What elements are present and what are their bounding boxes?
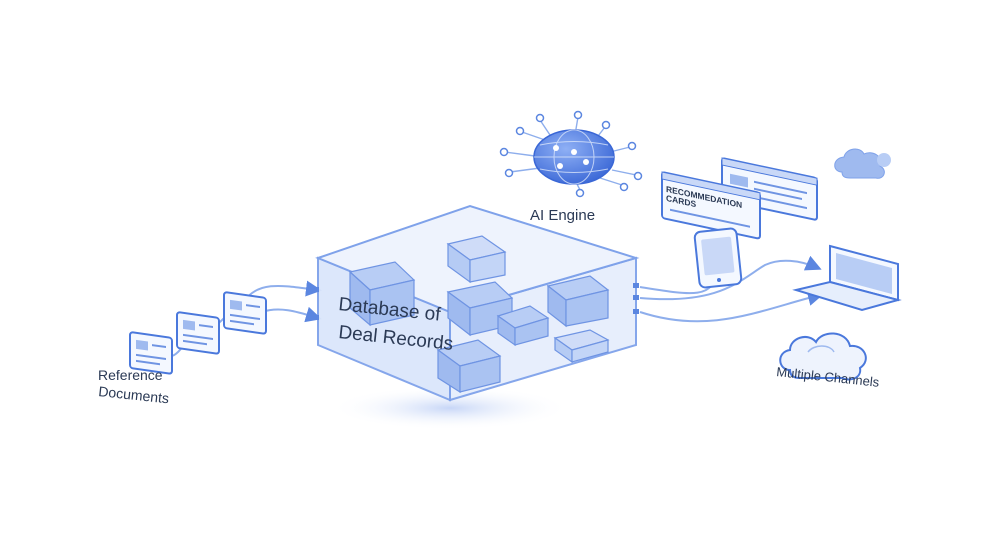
decorative-cloud-icon [834, 148, 891, 179]
recommendation-cards: RECOMMEDATION CARDS [661, 157, 818, 240]
database-cube [313, 204, 640, 402]
ai-engine-globe [499, 110, 643, 198]
globe-meridians [534, 129, 614, 185]
document-icon [176, 311, 220, 355]
cube-ports [313, 283, 639, 320]
card-icon: RECOMMEDATION CARDS [661, 171, 761, 240]
database-glow [330, 386, 570, 430]
document-icon [223, 291, 267, 335]
reference-documents-label-line1: Reference [98, 367, 163, 383]
ai-engine-label: AI Engine [530, 207, 595, 224]
globe-nodes [553, 145, 589, 169]
db-to-laptop-line [639, 255, 822, 301]
reference-documents-label-line2: Documents [98, 383, 170, 406]
db-to-cloud-line [639, 290, 824, 323]
reference-documents [129, 291, 267, 375]
cloud-icon [779, 332, 867, 381]
document-icon [129, 331, 173, 375]
network-nodes [499, 110, 643, 198]
inner-blocks [348, 235, 610, 394]
smartphone-icon [693, 227, 743, 289]
laptop-icon [792, 244, 902, 312]
doc-to-db-line-2 [261, 306, 322, 323]
